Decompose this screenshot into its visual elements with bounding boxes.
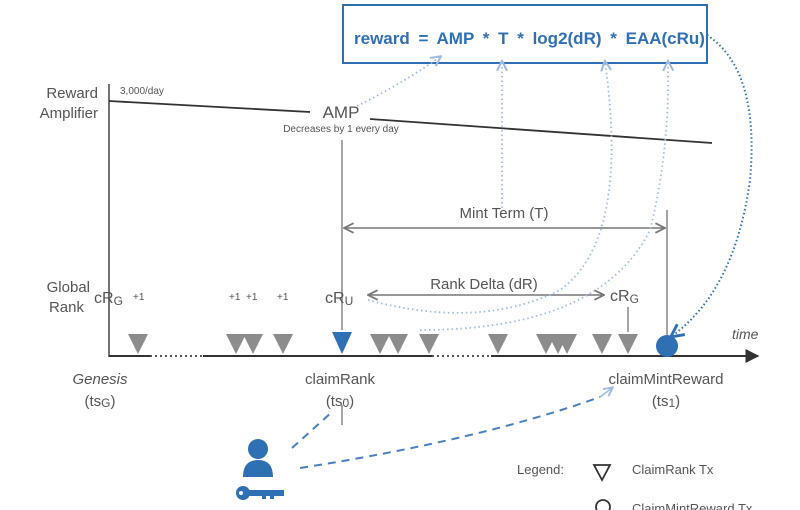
plus-one-label: +1: [277, 292, 289, 303]
global-rank-label-1: Global: [47, 279, 90, 296]
amp-note: Decreases by 1 every day: [283, 124, 399, 135]
genesis-label: Genesis: [72, 371, 128, 388]
amp-line-right: [369, 118, 713, 144]
claim-rank-ts-label: (ts0): [326, 393, 354, 410]
user-to-claim-mint-reward: [299, 396, 601, 469]
mint-term-label: Mint Term (T): [460, 205, 549, 222]
cr-g-right-label: cRG: [610, 288, 639, 306]
amp-connector: [356, 57, 440, 107]
claim-rank-tx-marker: [370, 334, 390, 354]
claim-mint-reward-label: claimMintReward: [608, 371, 723, 388]
formula-box: reward = AMP * T * log2(dR) * EAA(cRu): [342, 4, 708, 64]
amp-line-left: [108, 100, 311, 113]
claim-rank-tx-marker: [592, 334, 612, 354]
claim-rank-tx-marker: [557, 334, 577, 354]
reward-amplifier-label-2: Amplifier: [40, 105, 98, 122]
reward-amplifier-label-1: Reward: [46, 85, 98, 102]
cr-g-left-label: cRG: [94, 290, 123, 308]
user-connector-arrow: [599, 388, 612, 398]
formula-connectors: [356, 57, 668, 331]
legend: Legend: ClaimRank Tx ClaimMintReward Tx: [517, 462, 753, 510]
claim-mint-reward-marker: [656, 335, 678, 357]
plus-one-label: +1: [246, 292, 258, 303]
amp-label: AMP: [323, 103, 360, 122]
claim-rank-label: claimRank: [305, 371, 376, 388]
cru-connector: [419, 62, 668, 331]
user-connectors: [291, 396, 601, 469]
claim-rank-tx-marker: [128, 334, 148, 354]
cr-u-label: cRU: [325, 290, 353, 308]
legend-claim-mint-reward-tx: ClaimMintReward Tx: [632, 501, 753, 510]
plus-one-label: +1: [133, 292, 145, 303]
claim-rank-tx-marker: [226, 334, 246, 354]
claim-mint-reward-ts-label: (ts1): [652, 393, 680, 410]
legend-claim-rank-tx: ClaimRank Tx: [632, 462, 714, 477]
claim-rank-tx-marker: [243, 334, 263, 354]
claim-rank-tx-marker: [488, 334, 508, 354]
plus-one-label: +1: [229, 292, 241, 303]
amp-start-label: 3,000/day: [120, 86, 164, 97]
legend-circle-icon: [595, 499, 611, 510]
claim-rank-tx-marker: [273, 334, 293, 354]
claim-rank-tx-marker: [419, 334, 439, 354]
claim-rank-tx-marker: [388, 334, 408, 354]
claim-rank-markers: [128, 332, 678, 357]
formula-text: reward = AMP * T * log2(dR) * EAA(cRu): [354, 29, 705, 48]
user-key-icon: [236, 439, 284, 500]
legend-triangle-icon: [592, 464, 612, 482]
reward-output-connector: [672, 34, 753, 336]
time-label: time: [732, 326, 759, 342]
genesis-ts-label: (tsG): [84, 393, 115, 410]
claim-rank-tx-marker: [618, 334, 638, 354]
user-claim-rank-marker: [332, 332, 352, 354]
rank-delta-label: Rank Delta (dR): [430, 276, 538, 293]
global-rank-label-2: Rank: [49, 299, 85, 316]
user-to-claim-rank: [291, 411, 333, 449]
legend-title: Legend:: [517, 462, 564, 477]
